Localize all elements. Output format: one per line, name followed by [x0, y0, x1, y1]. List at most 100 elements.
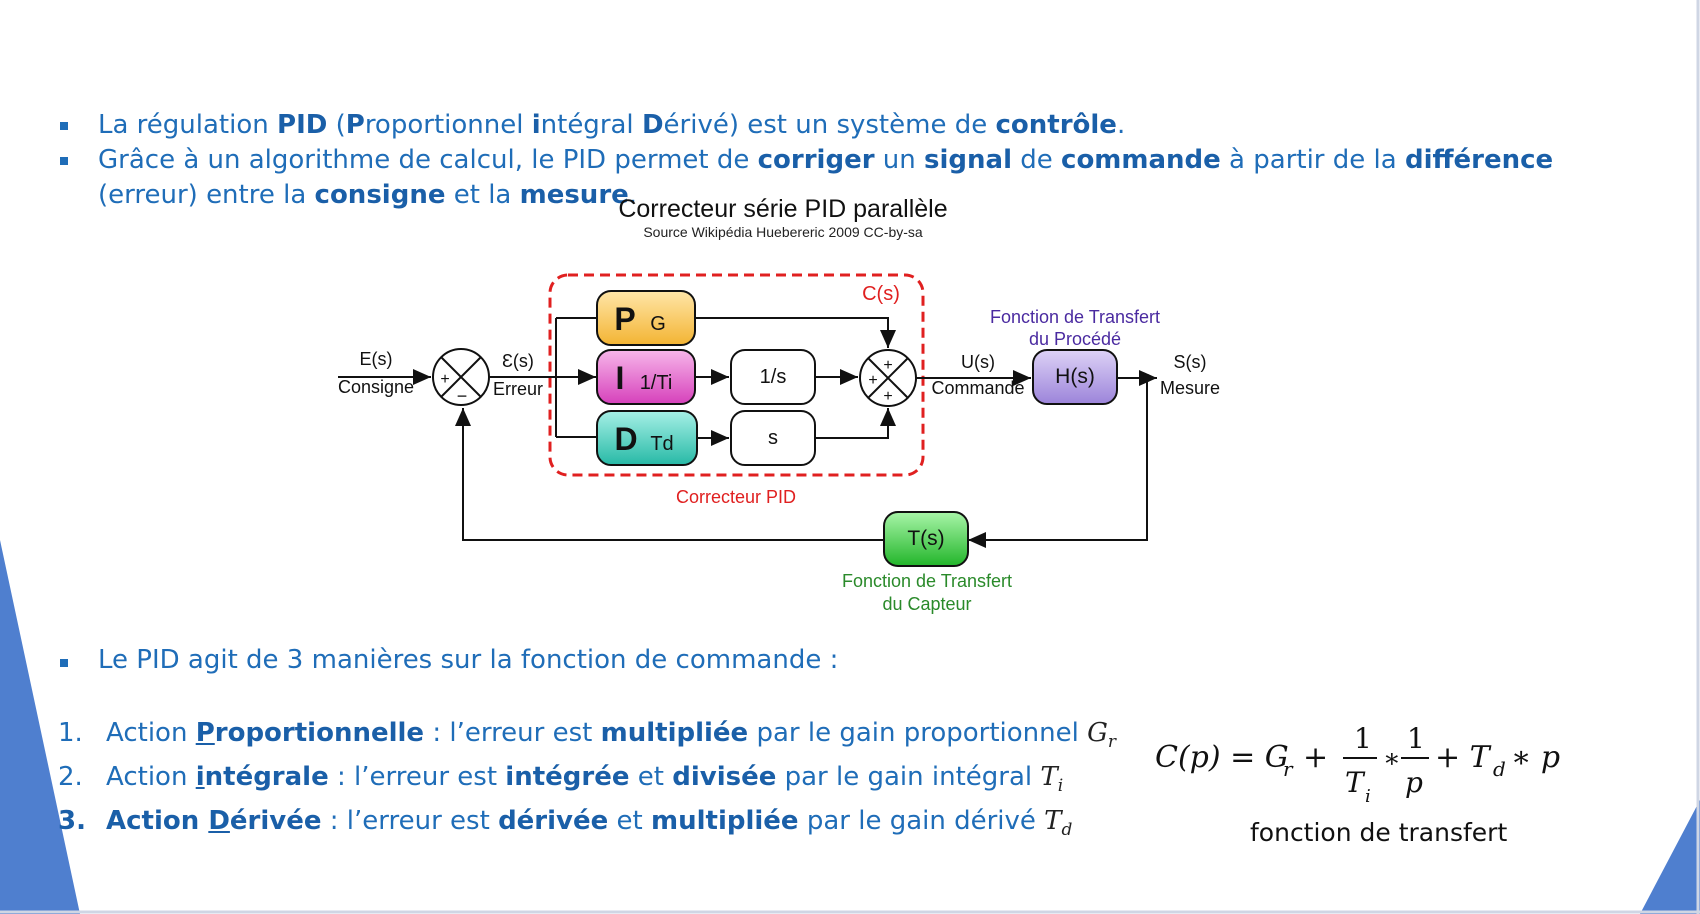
- transfer-function-formula: C(p) = G r + 1 T i ∗ 1 p + T d ∗ p: [1155, 712, 1565, 816]
- action-number: 1.: [58, 718, 83, 748]
- i-block: I 1/Ti: [596, 349, 696, 405]
- svg-text:+: +: [1303, 740, 1328, 775]
- action-text: par le gain dérivé: [798, 806, 1045, 837]
- svg-text:1: 1: [1407, 722, 1425, 755]
- action-name: érivée: [229, 806, 322, 837]
- intro-bullets: La régulation PID (Proportionnel intégra…: [60, 108, 1660, 213]
- svg-text:∗: ∗: [1383, 744, 1401, 774]
- output-signal-label: S(s): [1174, 352, 1207, 372]
- bullet-text-segment: à partir de la: [1220, 145, 1405, 175]
- svg-text:+: +: [883, 388, 892, 405]
- formula-caption: fonction de transfert: [1250, 818, 1508, 847]
- process-block: H(s): [1032, 349, 1118, 405]
- action-item-integral: 2.Action intégrale : l’erreur est intégr…: [58, 760, 1116, 804]
- bullet-text-segment: .: [1116, 110, 1126, 140]
- bullet-text: Le PID agit de 3 manières sur la fonctio…: [98, 645, 839, 675]
- bold-keyword: D: [641, 110, 664, 140]
- action-text: : l’erreur est: [424, 718, 601, 748]
- svg-text:H(s): H(s): [1055, 365, 1095, 388]
- svg-text:I: I: [616, 360, 625, 396]
- svg-text:1/s: 1/s: [760, 366, 787, 388]
- action-prefix: Action: [106, 806, 209, 837]
- svg-text:−: −: [457, 386, 468, 406]
- svg-text:1/Ti: 1/Ti: [640, 372, 673, 394]
- action-initial: D: [208, 806, 230, 837]
- svg-text:D: D: [614, 421, 637, 457]
- bullet-text-segment: de: [1012, 145, 1062, 175]
- bullet-text-segment: Grâce à un algorithme de calcul, le PID …: [98, 145, 758, 175]
- action-prefix: Action: [106, 718, 196, 748]
- bold-keyword: commande: [1061, 145, 1221, 175]
- action-initial: P: [195, 718, 215, 748]
- formula-svg: C(p) = G r + 1 T i ∗ 1 p + T d ∗ p: [1155, 722, 1560, 807]
- svg-text:G: G: [650, 313, 666, 335]
- gain-symbol: Gr: [1087, 718, 1117, 753]
- bold-keyword: P: [345, 110, 365, 140]
- sensor-caption-line1: Fonction de Transfert: [842, 571, 1012, 591]
- bold-keyword: contrôle: [995, 110, 1117, 140]
- action-keyword: dérivée: [498, 806, 609, 837]
- bullet-marker: [60, 659, 68, 667]
- svg-text:T(s): T(s): [907, 527, 944, 550]
- bullet-marker: [60, 122, 68, 130]
- integrator-block: 1/s: [730, 349, 816, 405]
- diagram-source: Source Wikipédia Huebereric 2009 CC-by-s…: [643, 224, 923, 240]
- svg-text:∗ p: ∗ p: [1511, 740, 1560, 775]
- bullet-text-segment: ntégral: [540, 110, 642, 140]
- bullet-pid-definition: La régulation PID (Proportionnel intégra…: [60, 108, 1660, 143]
- bullet-text-segment: un: [874, 145, 925, 175]
- right-corner-shape: [1640, 800, 1700, 914]
- action-name: ntégrale: [204, 762, 329, 793]
- action-text: : l’erreur est: [328, 762, 506, 793]
- output-name-label: Mesure: [1160, 378, 1220, 398]
- process-caption-line2: du Procédé: [1029, 329, 1121, 349]
- action-number: 3.: [58, 806, 86, 837]
- svg-text:+: +: [883, 357, 892, 374]
- action-keyword: divisée: [672, 762, 777, 793]
- error-signal-label: Ɛ(s): [502, 351, 534, 371]
- action-name: roportionnelle: [214, 718, 425, 748]
- d-block: D Td: [596, 410, 698, 466]
- action-text: et: [629, 762, 673, 793]
- comparator-sum: + −: [432, 348, 490, 406]
- error-name-label: Erreur: [493, 379, 543, 399]
- action-item-proportional: 1.Action Proportionnelle : l’erreur est …: [58, 716, 1116, 760]
- svg-text:+ T: + T: [1435, 740, 1492, 775]
- p-block: P G: [596, 290, 696, 346]
- action-prefix: Action: [106, 762, 196, 793]
- bullet-text-segment: roportionnel: [364, 110, 532, 140]
- diagram-title: Correcteur série PID parallèle: [618, 195, 947, 223]
- process-caption-line1: Fonction de Transfert: [990, 307, 1160, 327]
- bold-keyword: consigne: [314, 180, 446, 210]
- action-keyword: multipliée: [600, 718, 749, 748]
- bullet-text: La régulation PID (Proportionnel intégra…: [98, 110, 1125, 140]
- svg-text:i: i: [1365, 786, 1371, 807]
- bullet-text: Grâce à un algorithme de calcul, le PID …: [98, 145, 1553, 210]
- input-name-label: Consigne: [338, 377, 414, 397]
- svg-text:p: p: [1405, 766, 1423, 799]
- gain-symbol: Ti: [1040, 762, 1064, 797]
- bullet-text-segment: (: [327, 110, 346, 140]
- bullet-text-segment: érivé) est un système de: [663, 110, 996, 140]
- action-item-derivative: 3.Action Dérivée : l’erreur est dérivée …: [58, 804, 1116, 848]
- sensor-block: T(s): [883, 511, 969, 567]
- action-text: par le gain proportionnel: [748, 718, 1088, 748]
- action-keyword: multipliée: [651, 806, 799, 837]
- command-name-label: Commande: [931, 378, 1024, 398]
- svg-text:T: T: [1345, 766, 1366, 799]
- bullet-pid-purpose: Grâce à un algorithme de calcul, le PID …: [60, 143, 1660, 213]
- bullet-pid-actions: Le PID agit de 3 manières sur la fonctio…: [60, 645, 838, 675]
- bold-keyword: PID: [277, 110, 328, 140]
- svg-text:d: d: [1493, 757, 1506, 781]
- sensor-caption-line2: du Capteur: [882, 594, 971, 614]
- bold-keyword: signal: [924, 145, 1012, 175]
- bullet-text-segment: .: [628, 180, 638, 210]
- actions-list: 1.Action Proportionnelle : l’erreur est …: [58, 716, 1116, 849]
- bullet-text-segment: (erreur) entre la: [98, 180, 315, 210]
- action-text: par le gain intégral: [776, 762, 1041, 793]
- cs-label: C(s): [862, 283, 900, 305]
- action-text: : l’erreur est: [321, 806, 499, 837]
- svg-text:+: +: [868, 372, 877, 389]
- action-text: et: [608, 806, 651, 837]
